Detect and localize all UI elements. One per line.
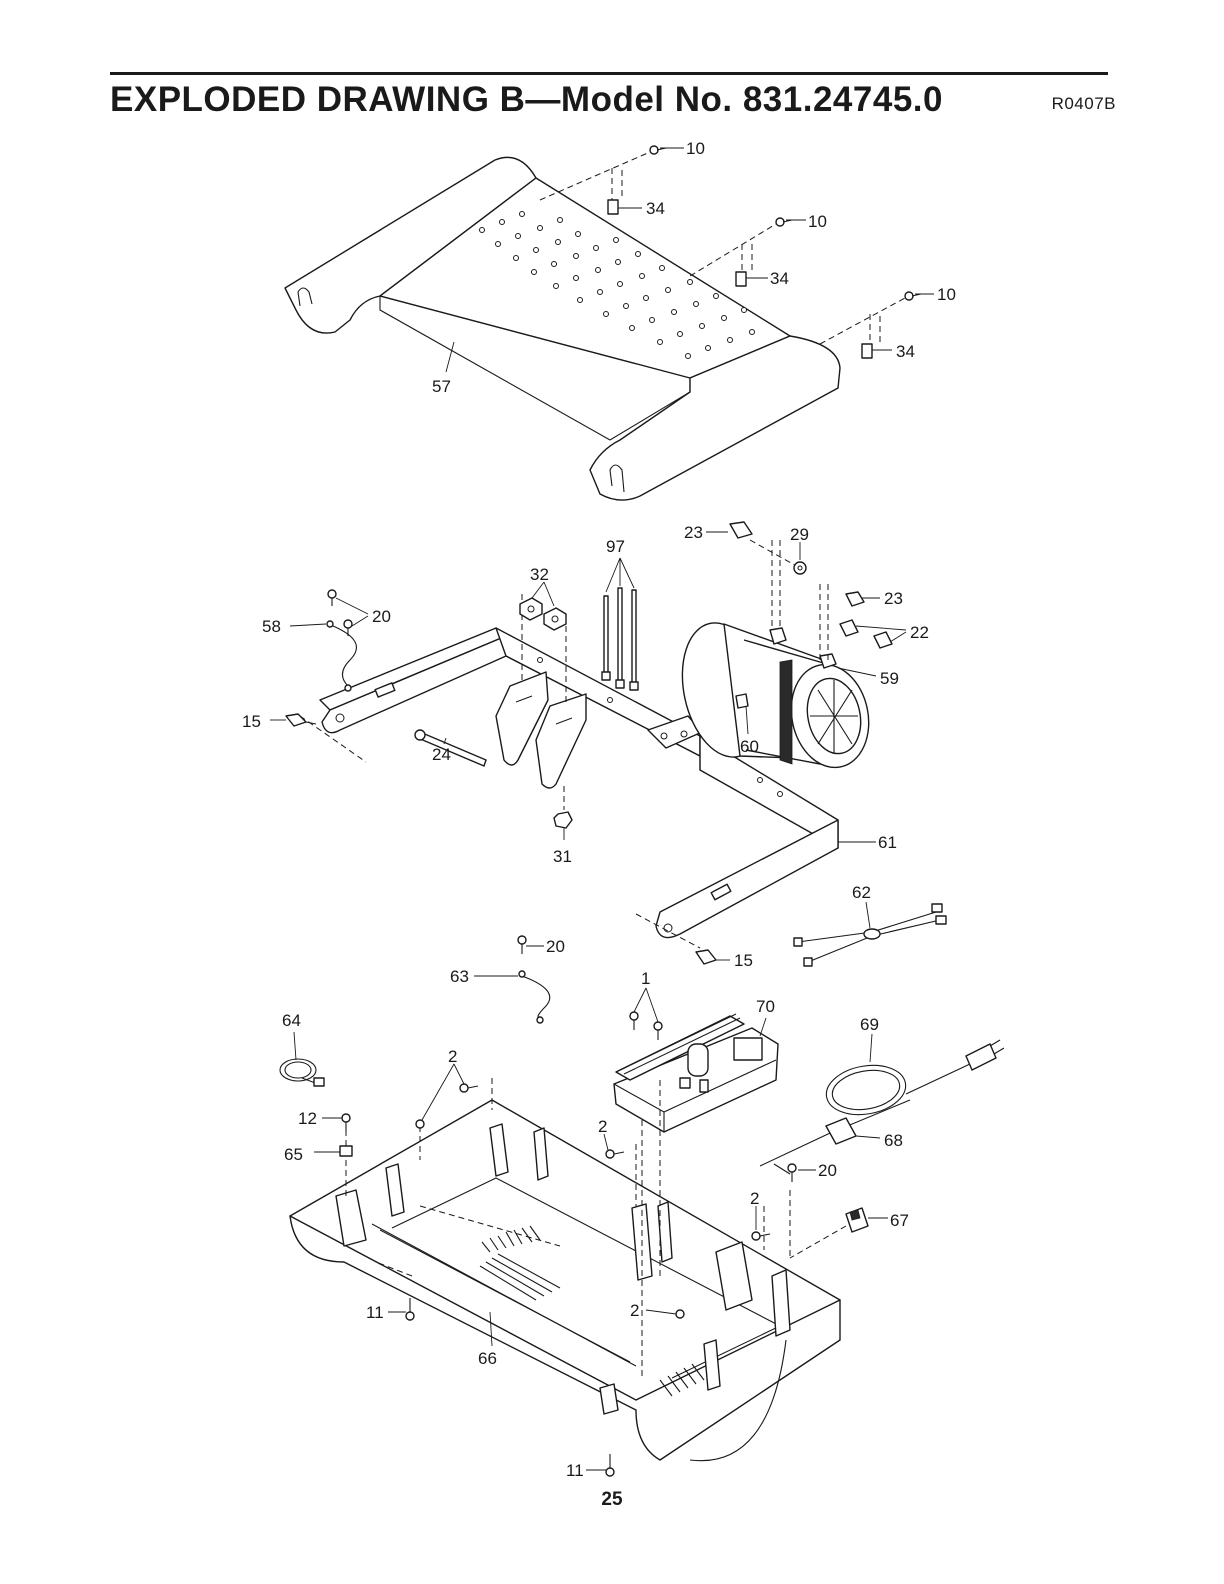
motor-60 xyxy=(681,521,893,769)
power-cord-69 xyxy=(825,1039,1005,1116)
screw-10-icon xyxy=(775,217,793,227)
screw-11-icon xyxy=(405,1298,415,1321)
callout-65: 65 xyxy=(284,1145,303,1164)
callout-labels: 10 34 10 34 10 34 57 97 23 29 23 22 59 6… xyxy=(242,139,956,1480)
callout-2: 2 xyxy=(750,1189,759,1208)
callout-23: 23 xyxy=(884,589,903,608)
clip-34-icon xyxy=(861,343,873,359)
bolt-15-icon xyxy=(285,713,317,727)
callout-97: 97 xyxy=(606,537,625,556)
callout-2: 2 xyxy=(448,1047,457,1066)
callout-23: 23 xyxy=(684,523,703,542)
callout-70: 70 xyxy=(756,997,775,1016)
callout-20: 20 xyxy=(546,937,565,956)
callout-69: 69 xyxy=(860,1015,879,1034)
screw-20-icon xyxy=(343,619,353,636)
screw-2-icon xyxy=(675,1309,685,1319)
bolt-23-icon xyxy=(845,591,865,607)
callout-64: 64 xyxy=(282,1011,301,1030)
callout-20: 20 xyxy=(372,607,391,626)
screw-20-icon xyxy=(787,1163,797,1182)
callout-1: 1 xyxy=(641,969,650,988)
cord-64 xyxy=(279,1058,325,1087)
wire-harness-62 xyxy=(793,903,947,967)
callout-12: 12 xyxy=(298,1109,317,1128)
callout-22: 22 xyxy=(910,623,929,642)
washer-29-icon xyxy=(793,561,807,575)
callout-62: 62 xyxy=(852,883,871,902)
nuts-32 xyxy=(519,597,567,631)
callout-31: 31 xyxy=(553,847,572,866)
callout-57: 57 xyxy=(432,377,451,396)
callout-2: 2 xyxy=(630,1301,639,1320)
callout-24: 24 xyxy=(432,745,451,764)
cable-ties-97 xyxy=(601,587,639,691)
callout-11: 11 xyxy=(366,1303,384,1322)
ground-wire-58 xyxy=(326,589,357,692)
bolt-22-icon xyxy=(873,631,893,649)
screw-2-icon xyxy=(415,1119,425,1129)
bolt-23-icon xyxy=(729,521,753,539)
callout-34: 34 xyxy=(770,269,789,288)
motor-hood xyxy=(284,145,922,501)
clip-34-icon xyxy=(735,271,747,287)
screw-2-icon xyxy=(605,1149,625,1159)
screw-1-icon xyxy=(653,1021,663,1040)
leader-lines xyxy=(270,147,934,1471)
screw-11-icon xyxy=(605,1454,615,1477)
callout-29: 29 xyxy=(790,525,809,544)
clip-34-icon xyxy=(607,199,619,215)
callout-11: 11 xyxy=(566,1461,584,1480)
screw-2-icon xyxy=(751,1231,771,1241)
bolt-15-icon xyxy=(695,949,717,965)
screw-10-icon xyxy=(649,145,667,155)
page-title: EXPLODED DRAWING B—Model No. 831.24745.0 xyxy=(110,80,943,119)
callout-32: 32 xyxy=(530,565,549,584)
callout-34: 34 xyxy=(646,199,665,218)
callout-20: 20 xyxy=(818,1161,837,1180)
screw-10-icon xyxy=(904,291,922,301)
callout-59: 59 xyxy=(880,669,899,688)
drawing-code: R0407B xyxy=(1051,94,1116,113)
callout-60: 60 xyxy=(740,737,759,756)
callout-15: 15 xyxy=(734,951,753,970)
callout-10: 10 xyxy=(808,212,827,231)
callout-10: 10 xyxy=(686,139,705,158)
screw-12-icon xyxy=(341,1113,351,1132)
screw-20-icon xyxy=(517,935,527,954)
callout-68: 68 xyxy=(884,1131,903,1150)
bolt-22-icon xyxy=(839,619,859,637)
hood-vent-holes xyxy=(479,211,755,359)
callout-10: 10 xyxy=(937,285,956,304)
callout-61: 61 xyxy=(878,833,897,852)
callout-67: 67 xyxy=(890,1211,909,1230)
screw-20-icon xyxy=(327,589,337,606)
callout-15: 15 xyxy=(242,712,261,731)
clip-65-icon xyxy=(339,1145,353,1157)
frame xyxy=(285,594,839,965)
callout-58: 58 xyxy=(262,617,281,636)
title-rule xyxy=(110,72,1108,75)
motor-base-66 xyxy=(289,1078,847,1477)
ground-wire-63 xyxy=(517,935,551,1024)
callout-2: 2 xyxy=(598,1117,607,1136)
screw-1-icon xyxy=(629,1011,639,1030)
callout-34: 34 xyxy=(896,342,915,361)
switch-67 xyxy=(845,1207,869,1233)
callout-63: 63 xyxy=(450,967,469,986)
page-number: 25 xyxy=(601,1489,623,1510)
controller-70 xyxy=(613,1011,779,1133)
base-vents xyxy=(479,1225,705,1397)
screw-2-icon xyxy=(459,1083,479,1093)
callout-66: 66 xyxy=(478,1349,497,1368)
